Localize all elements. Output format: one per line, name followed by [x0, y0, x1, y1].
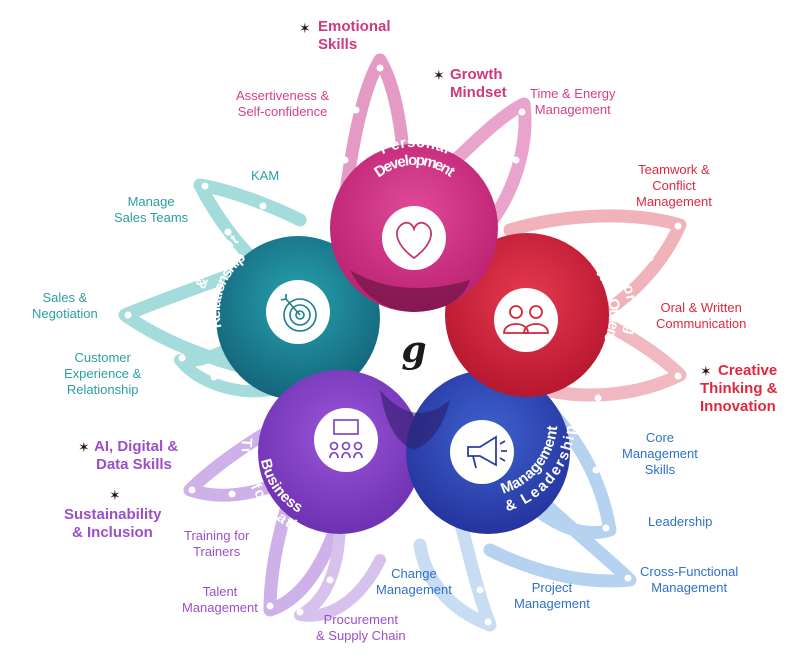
star-icon: ✶ — [700, 363, 712, 379]
star-icon: ✶ — [109, 487, 121, 503]
label-sales-negotiation: Sales &Negotiation — [32, 290, 98, 321]
petal-dots — [124, 64, 682, 626]
label-procurement: Procurement& Supply Chain — [316, 612, 406, 643]
org-chart-icon — [329, 419, 363, 459]
star-icon: ✶ — [78, 439, 90, 455]
star-icon: ✶ — [299, 20, 311, 36]
label-assertiveness: Assertiveness &Self-confidence — [236, 88, 330, 119]
center-disk — [378, 316, 450, 388]
petal-kam — [193, 178, 307, 282]
megaphone-icon — [467, 435, 507, 469]
hub-overlaps — [350, 270, 470, 450]
highlight-ai-digital: AI, Digital &Data Skills — [94, 438, 179, 473]
petal-project — [413, 513, 497, 632]
target-icon — [280, 294, 317, 332]
people-icon — [503, 305, 549, 334]
highlight-sustainability: Sustainability& Inclusion — [64, 506, 162, 541]
label-kam: KAM — [251, 168, 280, 183]
label-leadership: Leadership — [648, 514, 713, 529]
star-icon: ✶ — [433, 67, 445, 83]
heart-icon — [396, 221, 432, 260]
brand-glyph: g — [401, 329, 426, 371]
